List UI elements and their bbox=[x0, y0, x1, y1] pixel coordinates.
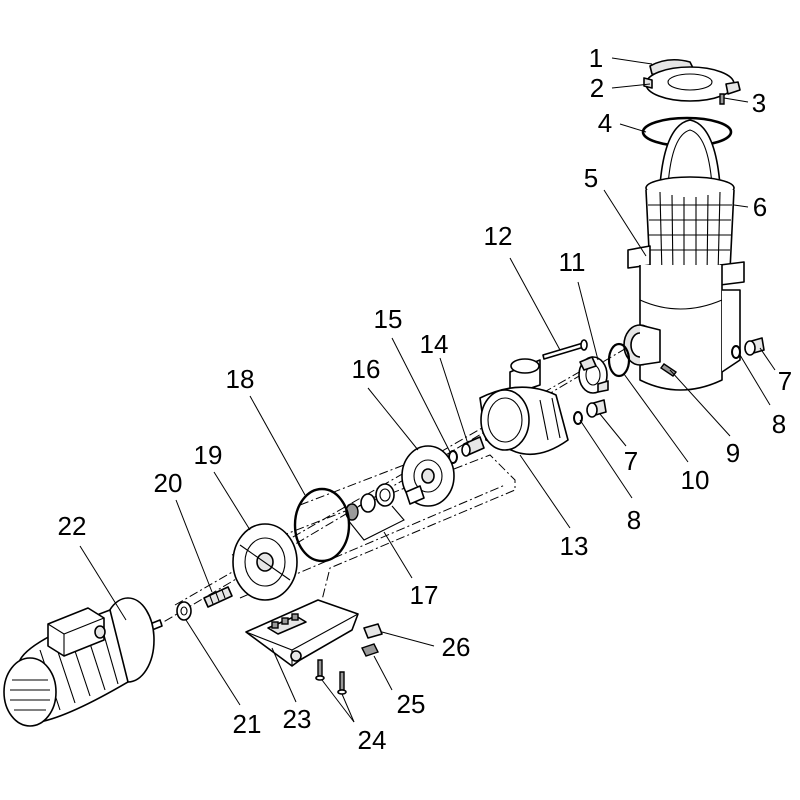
part-pump-body bbox=[479, 358, 569, 456]
assembly-axis-lines bbox=[149, 339, 641, 631]
part-mechanical-seal bbox=[345, 483, 405, 541]
callout-20: 20 bbox=[154, 468, 183, 498]
callout-3: 3 bbox=[752, 88, 766, 118]
callout-10: 10 bbox=[681, 465, 710, 495]
callout-5: 5 bbox=[584, 163, 598, 193]
callout-16: 16 bbox=[352, 354, 381, 384]
part-threaded-stud bbox=[203, 586, 233, 608]
callout-22: 22 bbox=[58, 511, 87, 541]
callout-17: 17 bbox=[410, 580, 439, 610]
callout-18: 18 bbox=[226, 364, 255, 394]
callout-6: 6 bbox=[753, 192, 767, 222]
part-diffuser-nozzle bbox=[461, 436, 485, 457]
part-small-cap bbox=[363, 623, 383, 639]
callout-2: 2 bbox=[590, 73, 604, 103]
callout-24: 24 bbox=[358, 725, 387, 755]
part-drain-plug-middle bbox=[586, 399, 607, 418]
callout-12: 12 bbox=[484, 221, 513, 251]
part-electric-motor bbox=[3, 597, 163, 727]
callout-7a: 7 bbox=[778, 366, 792, 396]
callout-25: 25 bbox=[397, 689, 426, 719]
callout-26: 26 bbox=[442, 632, 471, 662]
callout-9: 9 bbox=[726, 438, 740, 468]
callout-14: 14 bbox=[420, 329, 449, 359]
part-coupling-ring bbox=[578, 356, 609, 394]
callout-23: 23 bbox=[283, 704, 312, 734]
part-long-bolt bbox=[542, 339, 588, 360]
part-shaft-seal-ring bbox=[176, 601, 192, 621]
part-strainer-housing bbox=[623, 245, 745, 391]
part-strainer-basket bbox=[645, 119, 735, 281]
part-small-clip bbox=[361, 643, 379, 657]
callout-8b: 8 bbox=[627, 505, 641, 535]
part-lid bbox=[643, 66, 741, 102]
callout-15: 15 bbox=[374, 304, 403, 334]
callout-13: 13 bbox=[560, 531, 589, 561]
part-cover-screws bbox=[315, 659, 347, 695]
part-drain-o-ring-middle bbox=[573, 411, 583, 425]
part-lid-screw bbox=[719, 93, 725, 105]
callout-labels: 1 2 3 4 5 6 7 8 9 10 11 12 7 8 13 14 15 … bbox=[58, 43, 793, 755]
motor-fan-grill bbox=[10, 679, 50, 711]
callout-7b: 7 bbox=[624, 446, 638, 476]
part-drain-o-ring-right bbox=[731, 345, 741, 359]
part-large-o-ring bbox=[293, 487, 351, 563]
leader-lines bbox=[79, 57, 776, 723]
part-control-box bbox=[245, 599, 359, 667]
callout-4: 4 bbox=[598, 108, 612, 138]
callout-21: 21 bbox=[233, 709, 262, 739]
part-seal-plate bbox=[232, 523, 298, 601]
callout-19: 19 bbox=[194, 440, 223, 470]
part-impeller bbox=[401, 445, 455, 507]
callout-8a: 8 bbox=[772, 409, 786, 439]
callout-11: 11 bbox=[559, 247, 586, 277]
part-drain-plug-right bbox=[744, 337, 765, 356]
part-coupling-o-ring bbox=[607, 342, 631, 378]
callout-1: 1 bbox=[589, 43, 603, 73]
